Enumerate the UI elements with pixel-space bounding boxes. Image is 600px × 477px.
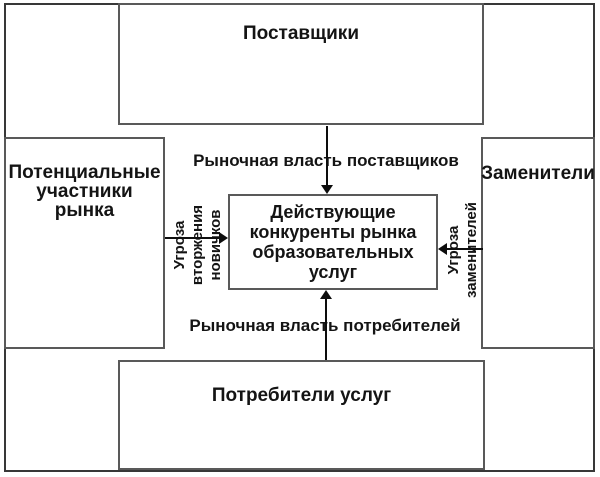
competitors-box: Действующие конкуренты рынка образовател…	[228, 194, 438, 290]
consumer-power-label: Рыночная власть потребителей	[189, 316, 461, 335]
substitute-threat-label-line: заменителей	[463, 202, 480, 298]
substitute-threat-label-line: Угроза	[445, 225, 462, 275]
supplier-power-label: Рыночная власть поставщиков	[193, 151, 459, 170]
consumers-label: Потребители услуг	[211, 385, 392, 406]
consumer-power-arrowhead-up-icon	[320, 290, 332, 299]
substitutes-box: Заменители	[481, 137, 595, 349]
supplier-power-arrow-line	[326, 126, 328, 186]
competitors-label-line: конкуренты рынка	[249, 222, 417, 242]
consumers-box: Потребители услуг	[118, 360, 485, 470]
newcomer-threat-label-line: Угроза	[171, 220, 188, 270]
newcomer-threat-label-line: вторжения	[189, 204, 206, 286]
potential-entrants-label-line: участники	[36, 181, 133, 202]
potential-entrants-label-line: Потенциальные	[8, 162, 161, 183]
competitors-label-line: образовательных	[252, 242, 414, 262]
substitute-threat-label: Угроза заменителей	[445, 195, 481, 305]
newcomer-threat-arrowhead-right-icon	[219, 232, 228, 244]
substitute-threat-arrowhead-left-icon	[438, 243, 447, 255]
substitute-threat-arrow-line	[446, 248, 483, 250]
supplier-power-arrowhead-down-icon	[321, 185, 333, 194]
newcomer-threat-label-line: новичков	[207, 209, 224, 281]
substitutes-label: Заменители	[481, 163, 595, 184]
consumer-power-arrow-line	[325, 299, 327, 360]
suppliers-label: Поставщики	[242, 23, 360, 44]
competitors-label-line: услуг	[308, 262, 358, 282]
potential-entrants-label-line: рынка	[54, 200, 115, 221]
competitors-label-line: Действующие	[270, 202, 396, 222]
potential-entrants-box: Потенциальные участники рынка	[4, 137, 165, 349]
suppliers-box: Поставщики	[118, 3, 484, 125]
newcomer-threat-label: Угроза вторжения новичков	[171, 190, 225, 300]
newcomer-threat-arrow-line	[165, 237, 221, 239]
